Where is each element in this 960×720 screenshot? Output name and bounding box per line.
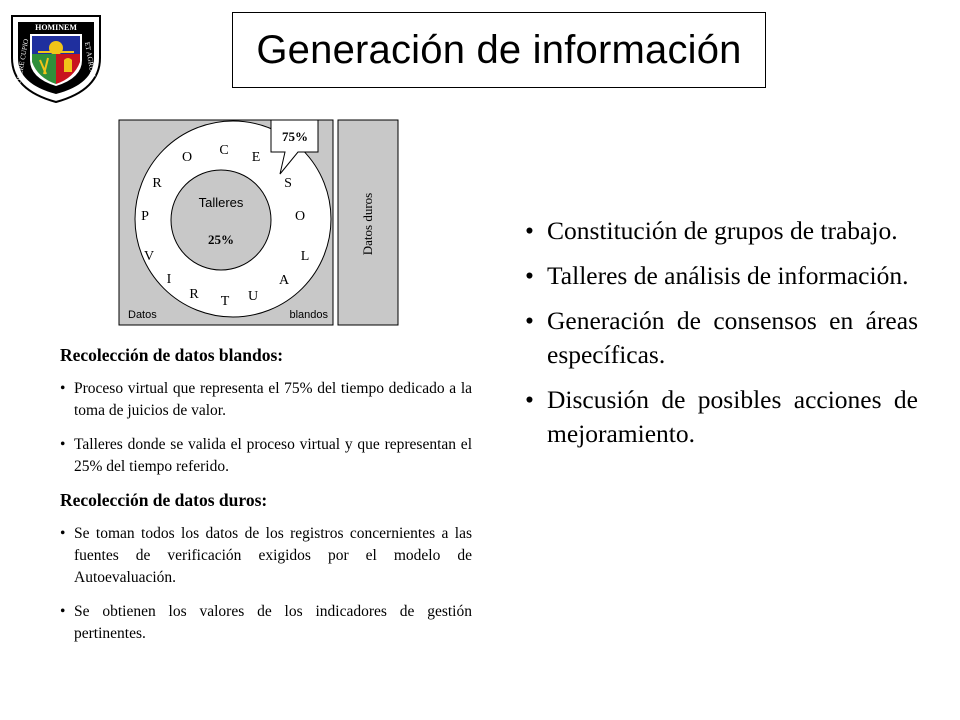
list-item: Proceso virtual que representa el 75% de…	[60, 378, 472, 422]
bottom-right-label: blandos	[289, 309, 328, 321]
ring-letter: V	[144, 249, 154, 264]
workshops-circle	[170, 169, 272, 271]
workshops-percent: 25%	[208, 232, 234, 247]
ring-letter: T	[221, 294, 230, 309]
ring-letter: C	[219, 143, 228, 158]
ring-letter: O	[295, 209, 305, 224]
callout-percent: 75%	[282, 129, 308, 144]
list-item: Se toman todos los datos de los registro…	[60, 523, 472, 589]
main-points-list: Constitución de grupos de trabajo. Talle…	[525, 214, 918, 462]
title-box: Generación de información	[232, 12, 766, 88]
ring-letter: E	[252, 150, 261, 165]
list-item: Se obtienen los valores de los indicador…	[60, 601, 472, 645]
ring-letters: C E S O L A U T R I V P R O	[141, 143, 309, 309]
workshops-label: Talleres	[199, 195, 244, 210]
ring-letter: I	[167, 272, 172, 287]
ring-letter: R	[152, 176, 162, 191]
ring-letter: O	[182, 150, 192, 165]
page-title: Generación de información	[256, 27, 742, 72]
crest-text-top: HOMINEM	[35, 23, 77, 32]
list-item: Talleres de análisis de información.	[525, 259, 918, 293]
list-item: Discusión de posibles acciones de mejora…	[525, 383, 918, 451]
ring-letter: R	[189, 287, 199, 302]
bottom-left-label: Datos	[128, 309, 157, 321]
university-crest-logo: HOMINEM ET AGRUM COLERE CUPIO	[8, 8, 104, 104]
soft-data-list: Proceso virtual que representa el 75% de…	[60, 378, 472, 478]
list-item: Generación de consensos en áreas específ…	[525, 304, 918, 372]
soft-data-heading: Recolección de datos blandos:	[60, 345, 284, 365]
hard-data-heading: Recolección de datos duros:	[60, 490, 268, 510]
hard-data-panel	[337, 119, 399, 326]
ring-letter: U	[248, 289, 258, 304]
left-text-block: Recolección de datos blandos: Proceso vi…	[60, 345, 472, 657]
ring-letter: P	[141, 209, 149, 224]
hard-data-label: Datos duros	[360, 193, 375, 255]
ring-letter: L	[301, 249, 310, 264]
ring-letter: A	[279, 273, 290, 288]
list-item: Talleres donde se valida el proceso virt…	[60, 434, 472, 478]
data-collection-diagram: Talleres 25% C E S O L A U T R I V P R O…	[118, 118, 400, 328]
callout-bubble	[270, 119, 319, 175]
ring-letter: S	[284, 176, 292, 191]
list-item: Constitución de grupos de trabajo.	[525, 214, 918, 248]
hard-data-list: Se toman todos los datos de los registro…	[60, 523, 472, 645]
